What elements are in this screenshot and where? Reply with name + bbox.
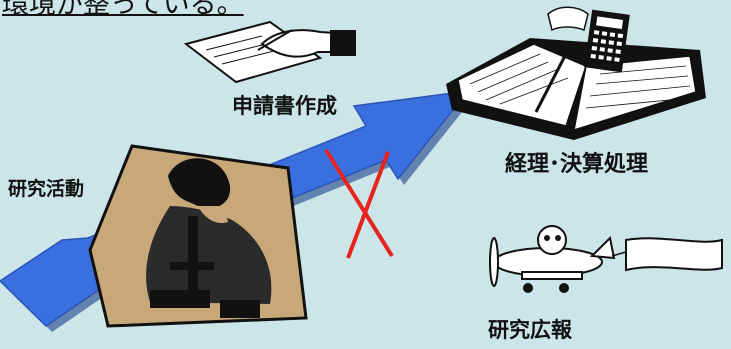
- microscope-stage: [170, 262, 214, 270]
- microscope-base: [150, 290, 210, 308]
- tow-banner: [625, 237, 723, 272]
- microscope-stem: [188, 216, 198, 292]
- label-research-pr: 研究広報: [488, 318, 572, 342]
- label-application-writing: 申請書作成: [232, 94, 337, 118]
- researcher-illustration: [88, 144, 308, 328]
- paper-roll: [547, 6, 589, 32]
- researcher-body: [146, 206, 272, 304]
- researcher-hair: [168, 158, 231, 209]
- plane-wheel-left: [523, 283, 533, 293]
- propeller: [489, 237, 499, 287]
- ledger-right-page: [573, 55, 697, 132]
- desk-block: [220, 300, 260, 318]
- plane-wing: [521, 271, 583, 280]
- researcher-face: [198, 206, 228, 224]
- pen: [534, 49, 570, 113]
- plane-tail: [589, 235, 616, 260]
- label-research-activity: 研究活動: [8, 178, 85, 200]
- tow-line: [611, 251, 627, 257]
- label-accounting: 経理･決算処理: [505, 152, 649, 177]
- ledger-illustration: [446, 6, 706, 140]
- plane-wheel-right: [559, 283, 569, 293]
- plane-banner-illustration: [489, 225, 723, 293]
- slide-heading: 環境が整っている。: [2, 0, 244, 20]
- pilot-head: [537, 225, 567, 255]
- writing-hand-illustration: [183, 20, 356, 84]
- red-cross: [324, 148, 394, 259]
